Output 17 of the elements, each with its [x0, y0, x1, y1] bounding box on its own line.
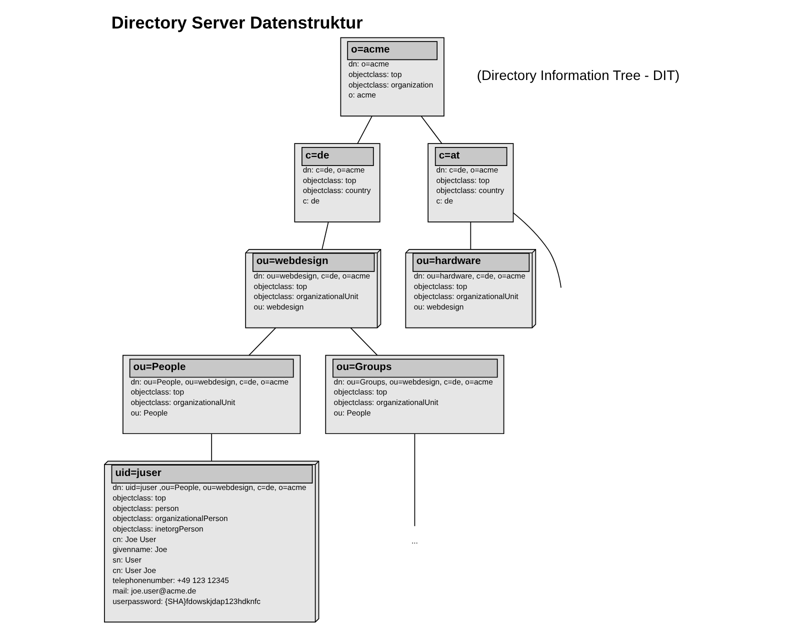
connector — [414, 434, 415, 527]
connector — [356, 116, 372, 144]
diagram-title: Directory Server Datenstruktur — [110, 12, 362, 32]
connector — [420, 116, 442, 144]
connector — [210, 434, 212, 462]
connector — [470, 222, 471, 250]
connector — [321, 222, 328, 250]
label: (Directory Information Tree - DIT) — [476, 68, 680, 84]
connector — [248, 328, 276, 356]
connector — [350, 328, 378, 356]
node-box: ou=People dn: ou=People, ou=webdesign, c=de, o=acme objectclass: top objectclass: organizationalUnit ou: People — [122, 354, 300, 434]
node-box: c=at dn: c=de, o=acme objectclass: top objectclass: country c: de — [427, 143, 514, 222]
node-box: c=de dn: c=de, o=acme objectclass: top objectclass: country c: de — [294, 143, 380, 222]
node-box: o=acme dn: o=acme objectclass: top objectclass: organization o: acme — [340, 37, 444, 116]
node-box: ou=Groups dn: ou=Groups, ou=webdesign, c=de, o=acme objectclass: top objectclass: organizationalUnit ou: People — [324, 354, 504, 434]
connector — [512, 212, 561, 288]
node-text: ... — [410, 536, 418, 546]
